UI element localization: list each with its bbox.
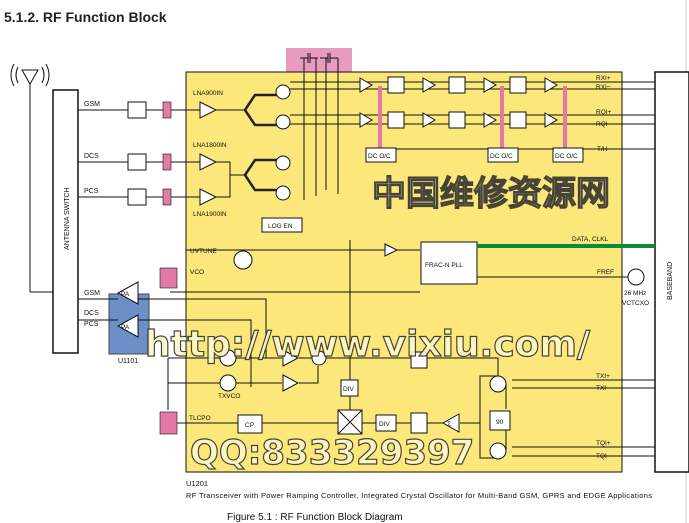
vco-oscillator-icon <box>233 250 253 270</box>
gsm-input-label: GSM <box>84 101 100 108</box>
div-label: DIV <box>343 386 355 393</box>
watermark-url: http://www.vixiu.com/ <box>145 324 591 365</box>
mixer-icon <box>275 114 291 130</box>
filter-icon <box>127 153 147 171</box>
dc-oc-label: DC O/C <box>490 153 513 160</box>
lna900-label: LNA900IN <box>193 90 223 97</box>
dc-oc-block <box>487 147 519 163</box>
pa-label: PA <box>121 324 130 331</box>
dc-oc-block <box>552 147 584 163</box>
tlcpo-label: TLCPO <box>189 415 211 422</box>
pa-pcs-label: PCS <box>84 321 99 328</box>
rx-baseband-chain <box>290 76 655 150</box>
baseband-label: BASEBAND <box>667 262 674 300</box>
buffer-amp-icon <box>384 243 399 257</box>
dc-oc-label: DC O/C <box>368 153 391 160</box>
lna-icon <box>199 153 218 171</box>
txi-plus-label: TXI+ <box>596 373 610 380</box>
frac-n-pll-block <box>420 241 478 285</box>
dc-oc-block <box>365 147 397 163</box>
rxi-minus-label: RXI− <box>596 84 611 91</box>
tx-chain <box>167 240 655 460</box>
filter-icon <box>127 188 147 206</box>
tx-loop-filter <box>159 411 178 435</box>
watermark-chinese: 中国维修资源网 <box>372 174 610 214</box>
saw-filter <box>162 101 172 119</box>
fref-label: FREF <box>597 269 614 276</box>
mixer-icon <box>275 155 291 171</box>
pa-label: PA <box>121 291 130 298</box>
mixer-icon <box>275 84 291 100</box>
baseband-block <box>654 71 689 473</box>
antenna-switch-label: ANTENNA SWITCH <box>64 187 71 250</box>
rx-input-chains <box>78 84 291 206</box>
pll-label: FRAC-N PLL <box>425 262 463 269</box>
mixer-icon <box>275 185 291 201</box>
figure-caption: Figure 5.1 : RF Function Block Diagram <box>227 512 403 523</box>
th-label: T/H <box>597 146 608 153</box>
antenna-switch-block <box>52 89 79 354</box>
data-clk-label: DATA, CLKL <box>572 236 609 243</box>
pa-dcs-label: DCS <box>84 310 99 317</box>
lna-icon <box>199 101 218 119</box>
lna-icon <box>199 188 218 206</box>
lna1800-label: LNA1800IN <box>193 142 227 149</box>
watermark-qq: QQ:833329397 <box>190 433 474 473</box>
pa-gsm-label: GSM <box>84 290 100 297</box>
dc-oc-label: DC O/C <box>555 153 578 160</box>
rqi-plus-label: RQI+ <box>596 109 612 116</box>
rf-transceiver-chip <box>185 71 623 473</box>
vco-label: VCO <box>190 269 204 276</box>
vtune-label: UVTUNE <box>190 248 217 255</box>
capacitor-block <box>286 48 352 74</box>
u1101-label: U1101 <box>118 358 138 365</box>
div-label: DIV <box>379 421 391 428</box>
phase-90-label: 90 <box>496 419 504 426</box>
saw-filter <box>162 188 172 206</box>
pa-gsm-icon <box>116 281 139 305</box>
rxi-plus-label: RXI+ <box>596 75 611 82</box>
pcs-input-label: PCS <box>84 188 99 195</box>
page-title: 5.1.2. RF Function Block <box>4 9 167 25</box>
pa-dcs-icon <box>116 314 139 338</box>
antenna-icon <box>10 63 53 293</box>
sigma-label: Σ <box>447 421 451 428</box>
tcxo-oscillator-icon <box>627 268 645 286</box>
lna1900-label: LNA1900IN <box>193 211 227 218</box>
log-en-label: LOG EN <box>268 223 293 230</box>
rqi-minus-label: RQI− <box>596 121 612 128</box>
tqi-plus-label: TQI+ <box>596 440 611 447</box>
vco-filter <box>159 267 178 289</box>
tqi-minus-label: TQI− <box>596 453 611 460</box>
capacitor-icon <box>300 53 339 200</box>
cp-label: CP <box>245 422 254 429</box>
chip-ref-label: U1201 <box>186 479 208 488</box>
tcxo-type-label: VCTCXO <box>622 300 649 307</box>
chip-description: RF Transceiver with Power Ramping Contro… <box>186 491 652 500</box>
saw-filter <box>162 153 172 171</box>
tcxo-freq-label: 26 MHz <box>624 290 646 297</box>
log-en-block <box>261 217 303 233</box>
dcs-input-label: DCS <box>84 153 99 160</box>
txvco-label: TXVCO <box>218 393 240 400</box>
filter-icon <box>127 101 147 119</box>
txi-minus-label: TXI− <box>596 385 610 392</box>
